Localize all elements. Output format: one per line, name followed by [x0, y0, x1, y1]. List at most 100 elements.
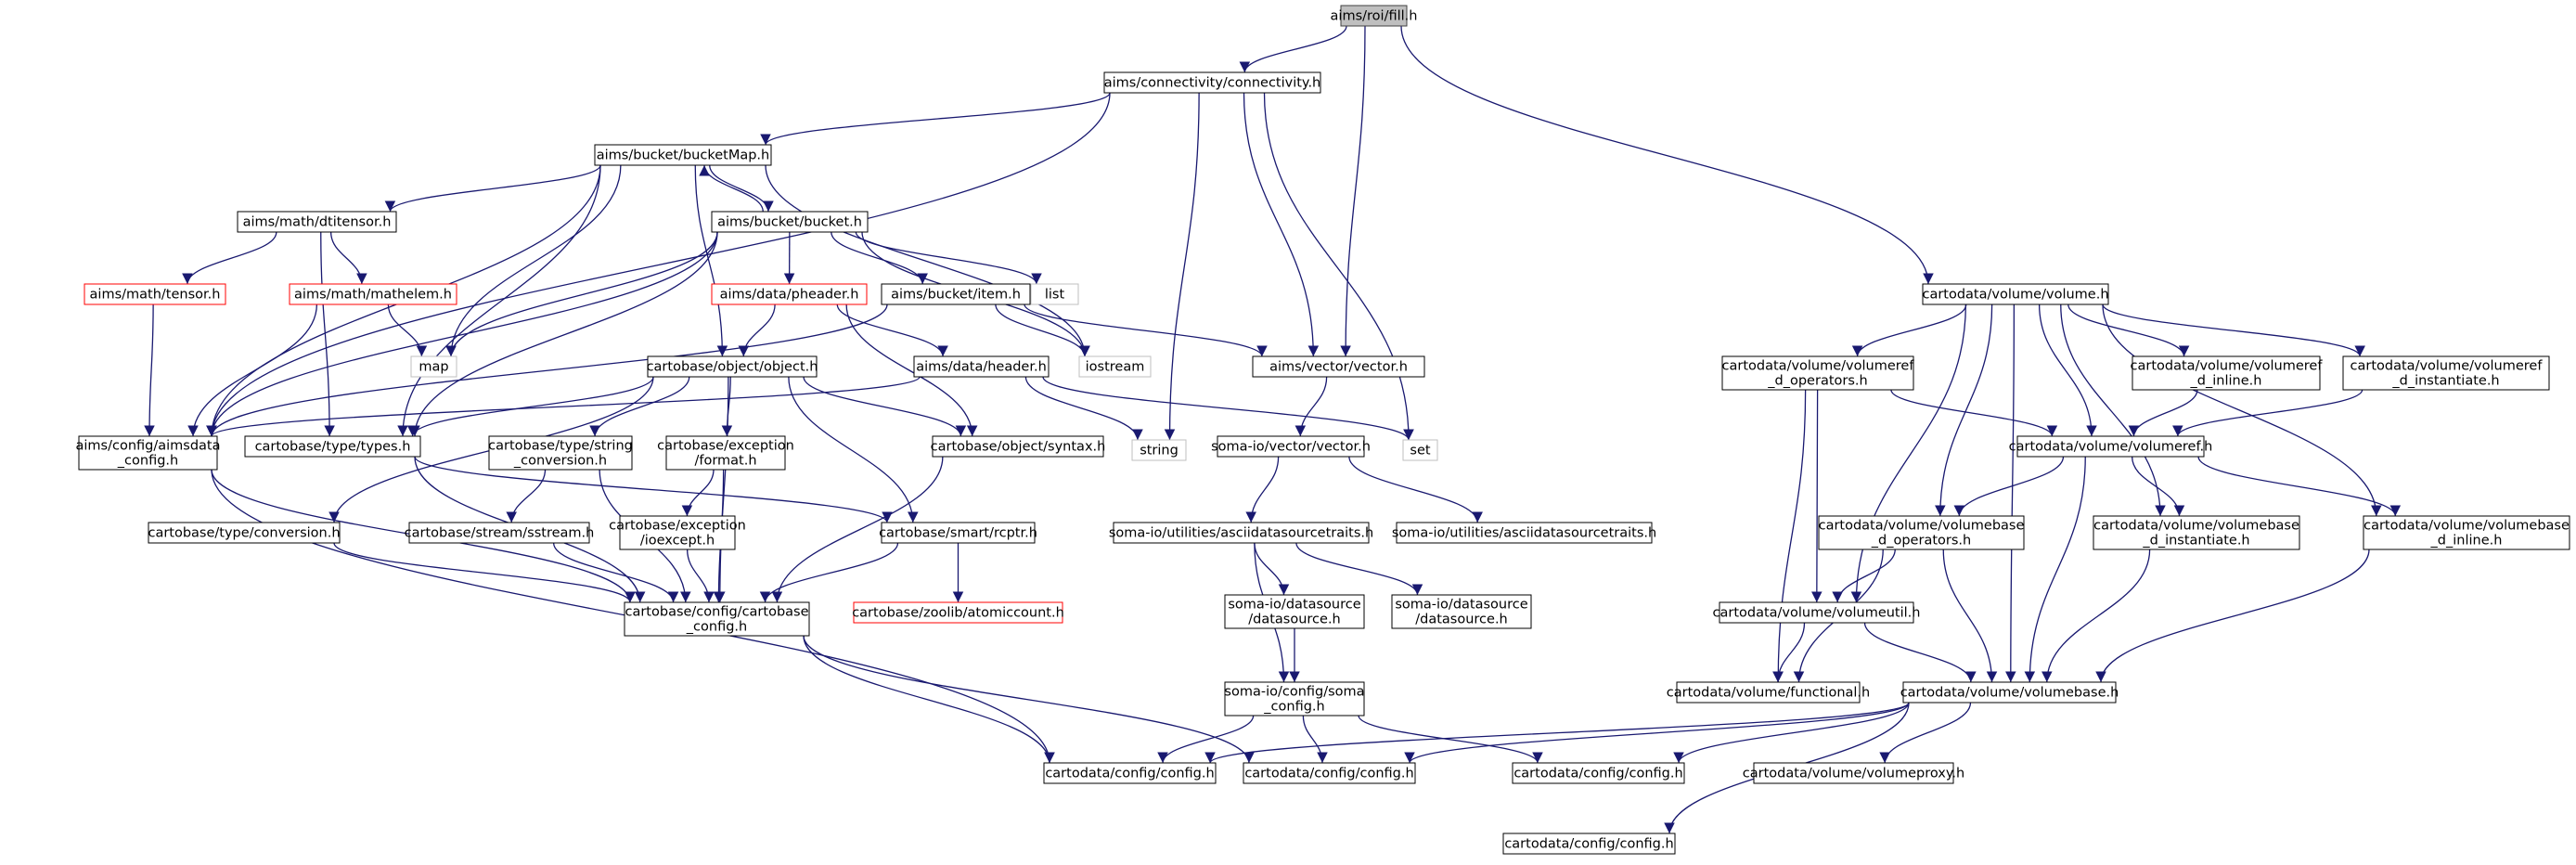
- node-object[interactable]: cartobase/object/object.h: [647, 355, 818, 378]
- edge-fill-to-vector: [1340, 25, 1366, 357]
- edge-connectivity-to-set: [1263, 92, 1414, 441]
- node-soma-vector[interactable]: soma-io/vector/vector.h: [1211, 435, 1371, 458]
- node-fill[interactable]: aims/roi/fill.h: [1331, 5, 1418, 27]
- node-volumeutil[interactable]: cartodata/volume/volumeutil.h: [1713, 601, 1921, 624]
- node-volumeproxy[interactable]: cartodata/volume/volumeproxy.h: [1743, 762, 1964, 784]
- edge-volumeref-to-volumebase_inst: [2131, 456, 2185, 517]
- node-box: [2342, 355, 2550, 391]
- node-volumeref-ops[interactable]: cartodata/volume/volumeref_d_operators.h: [1721, 355, 1915, 391]
- node-string-conversion[interactable]: cartobase/type/string_conversion.h: [488, 435, 633, 471]
- node-list[interactable]: list: [1030, 283, 1079, 305]
- node-label: /format.h: [694, 454, 756, 469]
- edge-volumeref_ops-to-functional: [1772, 389, 1807, 683]
- node-syntax[interactable]: cartobase/object/syntax.h: [931, 435, 1106, 458]
- node-cartobase-config[interactable]: cartobase/config/cartobase_config.h: [624, 601, 810, 637]
- node-label: aims/bucket/bucketMap.h: [597, 148, 769, 163]
- node-datasource2[interactable]: soma-io/datasource/datasource.h: [1391, 594, 1532, 629]
- node-connectivity[interactable]: aims/connectivity/connectivity.h: [1103, 71, 1321, 94]
- node-box: [244, 435, 421, 458]
- node-ascii2[interactable]: soma-io/utilities/asciidatasourcetraits.…: [1392, 522, 1656, 544]
- node-mathelem[interactable]: aims/math/mathelem.h: [289, 283, 457, 305]
- node-aimsdata-config[interactable]: aims/config/aimsdata_config.h: [76, 435, 221, 471]
- node-box: [1922, 283, 2109, 305]
- node-cfg-d[interactable]: cartodata/config/config.h: [1502, 833, 1676, 855]
- node-label: cartobase/stream/sstream.h: [405, 526, 595, 541]
- node-volume[interactable]: cartodata/volume/volume.h: [1922, 283, 2109, 305]
- node-set[interactable]: set: [1402, 439, 1438, 461]
- nodes-layer: aims/roi/fill.h aims/connectivity/connect…: [76, 5, 2570, 855]
- node-string[interactable]: string: [1131, 439, 1187, 461]
- edge-header-to-string: [1024, 376, 1143, 441]
- edge-item-to-iostream: [995, 303, 1090, 357]
- node-bucketMap[interactable]: aims/bucket/bucketMap.h: [594, 144, 772, 166]
- node-label: cartodata/volume/volumeutil.h: [1713, 606, 1921, 621]
- node-box: [1340, 5, 1408, 27]
- node-ascii1[interactable]: soma-io/utilities/asciidatasourcetraits.…: [1109, 522, 1373, 544]
- node-label: cartodata/volume/volumebase: [1819, 519, 2025, 534]
- edge-bucketMap-to-map: [445, 164, 622, 357]
- node-header[interactable]: aims/data/header.h: [913, 355, 1050, 378]
- node-box: [1131, 439, 1187, 461]
- node-soma-config[interactable]: soma-io/config/soma_config.h: [1224, 681, 1365, 717]
- edge-volumebase-to-cfg_c: [1673, 702, 1910, 764]
- node-item[interactable]: aims/bucket/item.h: [881, 283, 1031, 305]
- node-label: soma-io/datasource: [1228, 598, 1360, 613]
- edge-volume-to-volumebase_ops: [1934, 303, 1993, 517]
- node-iostream[interactable]: iostream: [1078, 355, 1152, 378]
- edge-bucketMap-to-bucket: [709, 164, 774, 213]
- node-bucket[interactable]: aims/bucket/bucket.h: [711, 211, 869, 233]
- node-map[interactable]: map: [410, 355, 457, 378]
- edge-volume-to-volumebase_inst: [2060, 303, 2166, 517]
- edge-bucketMap-to-iostream: [765, 164, 1090, 357]
- node-vector[interactable]: aims/vector/vector.h: [1252, 355, 1425, 378]
- node-box: [1252, 355, 1425, 378]
- node-label: cartodata/volume/volume.h: [1922, 288, 2108, 303]
- edge-syntax-to-cartobase_config: [771, 456, 944, 603]
- edge-soma_vector-to-ascii2: [1348, 456, 1483, 523]
- node-ioexcept[interactable]: cartobase/exception/ioexcept.h: [609, 515, 746, 550]
- node-types[interactable]: cartobase/type/types.h: [244, 435, 421, 458]
- edge-fill-to-connectivity: [1239, 25, 1347, 73]
- edge-cartobase_config-to-cfg_a: [803, 635, 1055, 764]
- node-conversion[interactable]: cartobase/type/conversion.h: [148, 522, 341, 544]
- edge-bucket-to-aimsdata_config: [206, 231, 718, 437]
- edge-volumeutil-to-functional: [1772, 622, 1806, 683]
- node-label: cartobase/config/cartobase: [625, 605, 808, 620]
- node-tensor[interactable]: aims/math/tensor.h: [84, 283, 226, 305]
- edges-layer: [144, 25, 2402, 834]
- node-atomiccount[interactable]: cartobase/zoolib/atomiccount.h: [852, 601, 1064, 624]
- node-box: [1103, 71, 1321, 94]
- edge-vector-to-soma_vector: [1294, 376, 1328, 437]
- node-datasource1[interactable]: soma-io/datasource/datasource.h: [1224, 594, 1365, 629]
- node-pheader[interactable]: aims/data/pheader.h: [711, 283, 868, 305]
- node-cfg-a[interactable]: cartodata/config/config.h: [1043, 762, 1217, 784]
- node-volumebase-inst[interactable]: cartodata/volume/volumebase_d_instantiat…: [2093, 515, 2300, 550]
- edge-mathelem-to-aimsdata_config: [187, 303, 318, 437]
- node-volumebase-ops[interactable]: cartodata/volume/volumebase_d_operators.…: [1818, 515, 2025, 550]
- node-box: [408, 522, 590, 544]
- node-box: [624, 601, 810, 637]
- node-volumeref-inline[interactable]: cartodata/volume/volumeref_d_inline.h: [2131, 355, 2324, 391]
- node-volumebase-inline[interactable]: cartodata/volume/volumebase_d_inline.h: [2363, 515, 2570, 550]
- node-label: cartobase/exception: [609, 519, 746, 534]
- edge-soma_config-to-cfg_a: [1157, 715, 1255, 764]
- edge-volumeref-to-volumebase: [2024, 456, 2086, 683]
- node-functional[interactable]: cartodata/volume/functional.h: [1667, 681, 1870, 704]
- node-cfg-b[interactable]: cartodata/config/config.h: [1243, 762, 1416, 784]
- edge-volumeref-to-volumebase_ops: [1953, 456, 2065, 517]
- edge-cartobase_config-to-cfg_b: [803, 635, 1255, 764]
- node-label: /datasource.h: [1415, 613, 1508, 627]
- node-label: soma-io/datasource: [1395, 598, 1527, 613]
- edge-fill-to-volume: [1400, 25, 1934, 285]
- node-box: [1391, 594, 1532, 629]
- node-sstream[interactable]: cartobase/stream/sstream.h: [405, 522, 595, 544]
- node-exc-format[interactable]: cartobase/exception/format.h: [657, 435, 794, 471]
- node-cfg-c[interactable]: cartodata/config/config.h: [1512, 762, 1685, 784]
- edge-ascii1-to-datasource1: [1254, 542, 1290, 596]
- node-dtitensor[interactable]: aims/math/dtitensor.h: [237, 211, 397, 233]
- node-volumeref-inst[interactable]: cartodata/volume/volumeref_d_instantiate…: [2342, 355, 2550, 391]
- node-box: [881, 522, 1036, 544]
- node-volumebase[interactable]: cartodata/volume/volumebase.h: [1900, 681, 2119, 704]
- node-rcptr[interactable]: cartobase/smart/rcptr.h: [879, 522, 1037, 544]
- node-volumeref[interactable]: cartodata/volume/volumeref.h: [2009, 435, 2213, 458]
